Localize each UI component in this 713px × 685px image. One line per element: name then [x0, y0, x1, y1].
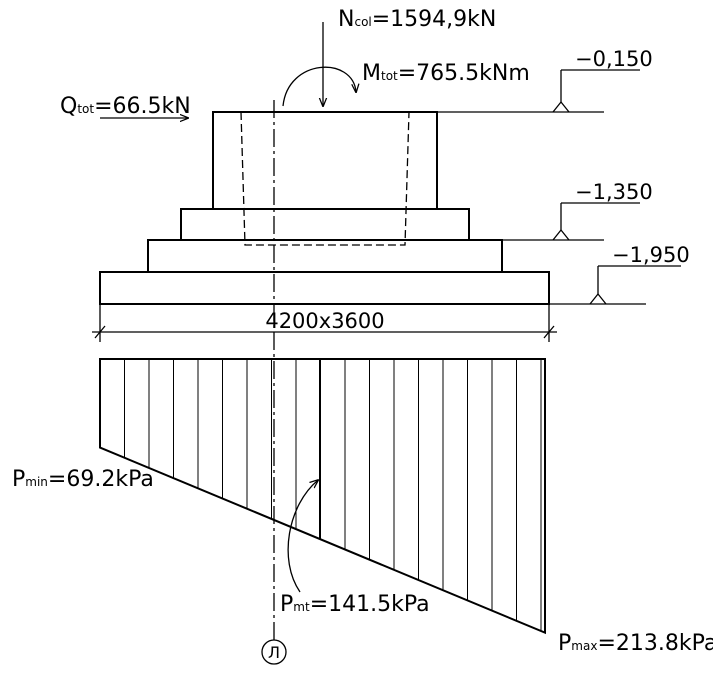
footing-base-slab	[99, 271, 550, 305]
soil-pressure-diagram: Pmin=69.2kPa Pmt=141.5kPa Pmax=213.8kPa	[12, 358, 713, 656]
footing-step-2	[147, 239, 503, 273]
shear-load-label: Qtot=66.5kN	[60, 94, 191, 119]
moment-label: Mtot=765.5kNm	[362, 61, 530, 86]
foundation-body	[99, 111, 550, 305]
p-max-label: Pmax=213.8kPa	[558, 631, 713, 656]
mid-pressure-leader	[287, 480, 318, 593]
shear-load: Qtot=66.5kN	[60, 94, 191, 119]
level-middle-value: −1,350	[575, 180, 653, 204]
pressure-outline	[99, 358, 546, 635]
level-mark-top: −0,150	[437, 47, 653, 113]
moment-arc-arrow	[282, 66, 356, 107]
column-socket-hidden-line	[240, 111, 410, 246]
axis-marker-circle	[261, 639, 287, 665]
level-mark-middle: −1,350	[502, 180, 653, 241]
level-mark-bottom: −1,950	[549, 243, 690, 305]
column-axial-load: Ncol=1594,9kN	[323, 7, 496, 106]
footing-step-1	[180, 208, 470, 241]
level-top-value: −0,150	[575, 47, 653, 71]
column-pedestal	[212, 111, 438, 210]
p-min-label: Pmin=69.2kPa	[12, 467, 154, 492]
axis-label: Л	[268, 643, 280, 662]
overturning-moment: Mtot=765.5kNm	[282, 61, 530, 107]
axial-load-label: Ncol=1594,9kN	[338, 7, 496, 32]
footing-dimension: 4200x3600	[92, 304, 557, 342]
footing-size-label: 4200x3600	[265, 309, 384, 333]
p-mt-label: Pmt=141.5kPa	[280, 592, 430, 617]
pressure-hatching	[124, 359, 542, 631]
level-bottom-value: −1,950	[612, 243, 690, 267]
